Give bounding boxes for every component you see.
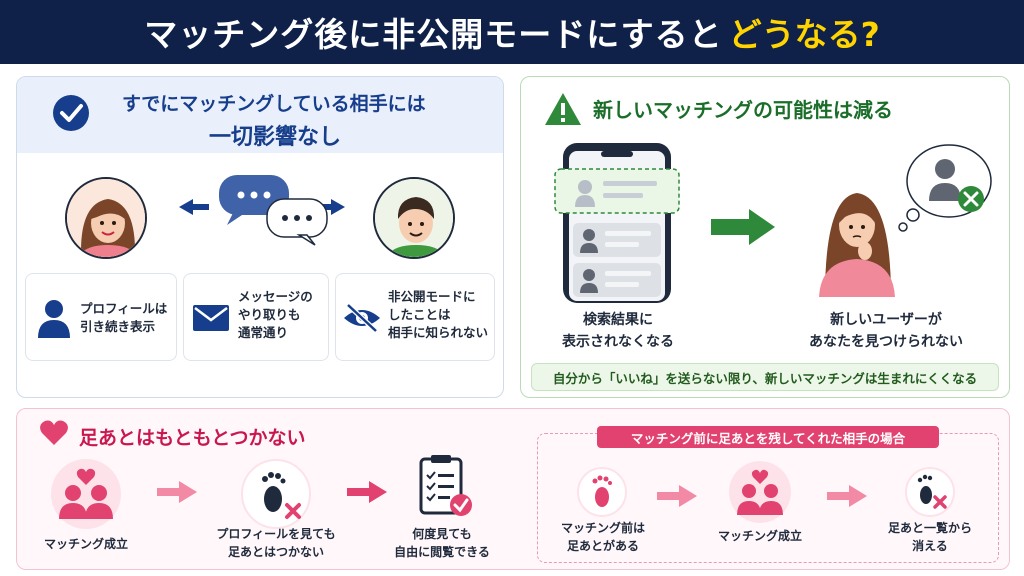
not-notified-line1: 非公開モードに xyxy=(388,289,476,304)
not-found-line1: 新しいユーザーが xyxy=(830,312,942,328)
couple-heart-icon xyxy=(59,468,113,519)
messages-normal-line1: メッセージの xyxy=(238,289,313,304)
pink-arrow-icon xyxy=(657,485,697,507)
new-matches-panel: 新しいマッチングの可能性は減る xyxy=(520,76,1010,398)
not-notified-line2: したことは xyxy=(388,307,451,322)
existing-matches-header xyxy=(17,77,503,153)
profile-visible-line1: プロフィールは xyxy=(80,301,168,316)
no-footprint-circle xyxy=(241,459,311,529)
footprint-x-icon xyxy=(262,472,301,519)
has-footprint-circle xyxy=(577,467,627,517)
existing-matches-panel: すでにマッチングしている相手には 一切影響なし xyxy=(16,76,504,398)
footprints-panel: 足あとはもともとつかない マッチング成立 プロフィールを見ても 足あとはつかない xyxy=(16,408,1010,570)
thinking-woman-icon xyxy=(819,193,895,297)
heart-icon xyxy=(40,420,68,445)
substep3-line1: 足あと一覧から xyxy=(887,521,972,535)
substep3-line2: 消える xyxy=(912,539,948,553)
thought-bubble-icon xyxy=(898,144,992,232)
not-notified-card: 非公開モードに したことは 相手に知られない xyxy=(335,273,495,361)
footprints-heading: 足あとはもともとつかない xyxy=(79,427,306,449)
footprint-removed-circle xyxy=(905,467,955,517)
prior-footprint-label: マッチング前に足あとを残してくれた相手の場合 xyxy=(597,426,939,448)
woman-avatar-icon xyxy=(67,179,145,257)
man-avatar-icon xyxy=(375,179,453,257)
sub-match-circle xyxy=(729,461,791,523)
page-title: マッチング後に非公開モードにすると xyxy=(144,15,723,54)
envelope-icon xyxy=(193,305,229,331)
clipboard-check-icon xyxy=(419,455,472,516)
substep1-line1: マッチング前は xyxy=(560,521,645,535)
chat-bubbles-icon xyxy=(179,175,345,246)
not-found-line2: あなたを見つけられない xyxy=(809,334,963,350)
prior-footprint-label-text: マッチング前に足あとを残してくれた相手の場合 xyxy=(630,430,906,446)
footprint-icon xyxy=(592,475,612,507)
existing-matches-heading-line1: すでにマッチングしている相手には xyxy=(122,93,426,115)
woman-avatar xyxy=(65,177,147,259)
warning-icon xyxy=(545,93,581,125)
person-icon xyxy=(38,300,70,338)
profile-visible-line2: 引き続き表示 xyxy=(80,319,156,334)
eye-slash-icon xyxy=(344,303,380,333)
existing-matches-heading-line2: 一切影響なし xyxy=(209,125,342,150)
green-note: 自分から「いいね」を送らない限り、新しいマッチングは生まれにくくなる xyxy=(531,363,999,391)
check-circle-icon xyxy=(53,95,89,131)
step2-line1: プロフィールを見ても xyxy=(216,527,336,541)
pink-arrow-icon xyxy=(827,485,867,507)
green-arrow-icon xyxy=(711,209,775,245)
footprint-x-icon xyxy=(917,474,947,509)
messages-normal-line3: 通常通り xyxy=(238,325,289,340)
man-avatar xyxy=(373,177,455,259)
step3-line2: 自由に閲覧できる xyxy=(394,545,490,559)
pink-arrow-icon xyxy=(157,481,197,503)
search-hidden-line1: 検索結果に xyxy=(583,312,653,328)
not-notified-line3: 相手に知られない xyxy=(388,325,489,340)
green-note-text: 自分から「いいね」を送らない限り、新しいマッチングは生まれにくくなる xyxy=(552,370,978,386)
match-established-circle xyxy=(51,459,121,529)
step2-line2: 足あとはつかない xyxy=(227,545,324,559)
step1-line1: マッチング成立 xyxy=(43,537,128,551)
title-bar: マッチング後に非公開モードにすると どうなる? xyxy=(0,0,1024,64)
new-matches-heading: 新しいマッチングの可能性は減る xyxy=(593,98,893,122)
step3-line1: 何度見ても xyxy=(412,527,472,541)
page-title-accent: どうなる? xyxy=(728,15,880,54)
substep1-line2: 足あとがある xyxy=(566,539,639,553)
messages-normal-line2: やり取りも xyxy=(238,307,301,322)
messages-normal-card: メッセージの やり取りも 通常通り xyxy=(183,273,329,361)
couple-heart-icon xyxy=(737,469,783,515)
phone-search-results-icon xyxy=(554,143,680,303)
profile-visible-card: プロフィールは 引き続き表示 xyxy=(25,273,177,361)
substep2-line1: マッチング成立 xyxy=(717,529,802,543)
pink-arrow-icon xyxy=(347,481,387,503)
search-hidden-line2: 表示されなくなる xyxy=(562,334,674,350)
